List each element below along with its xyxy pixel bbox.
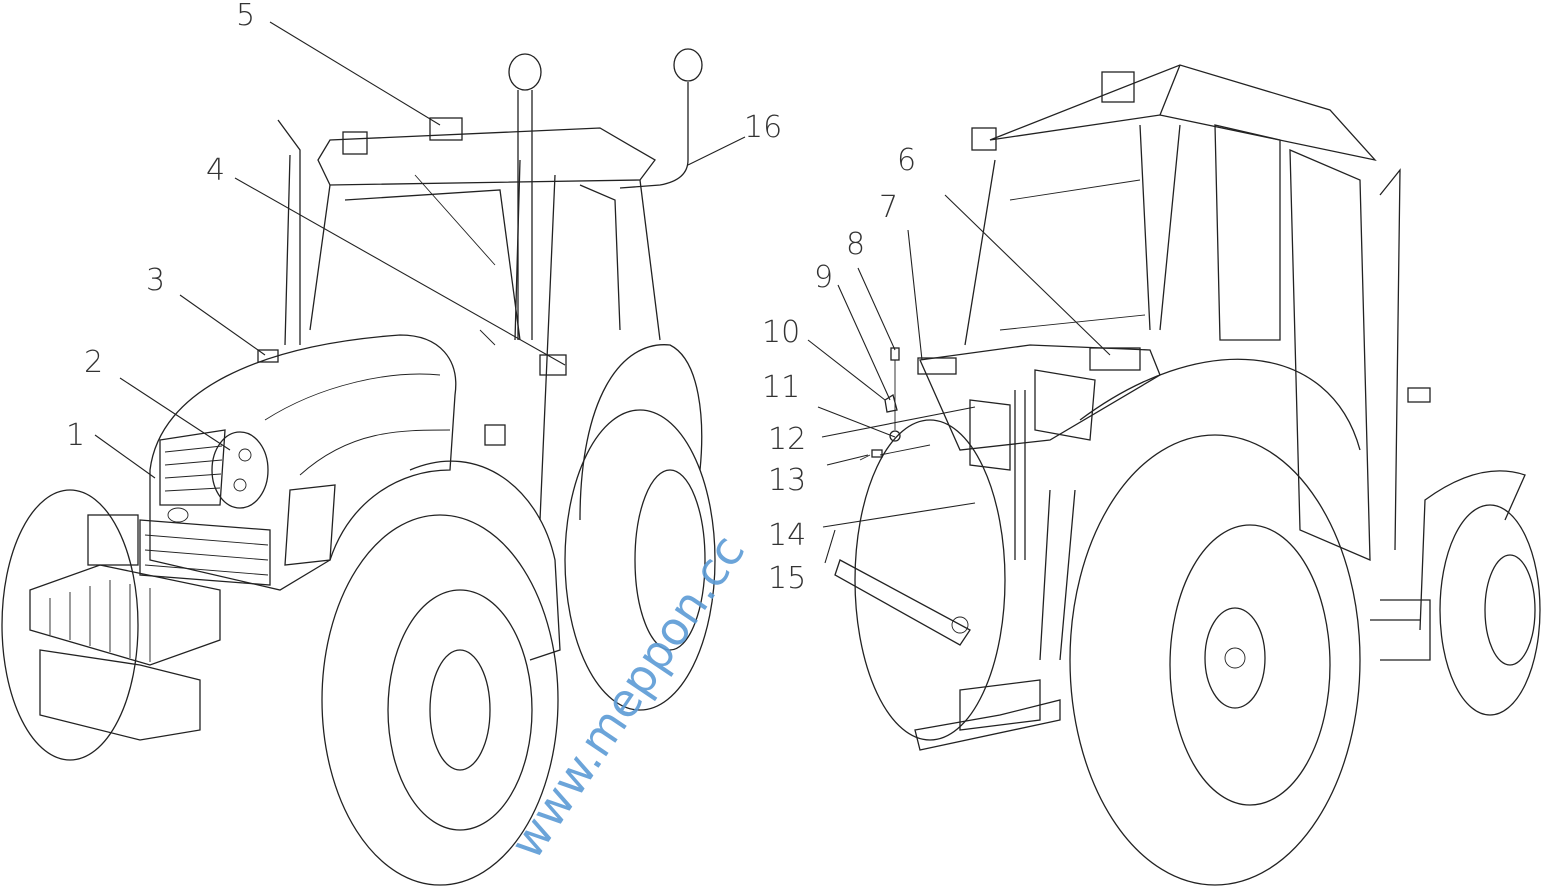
callout-3: 3: [146, 263, 165, 298]
callout-14: 14: [768, 518, 806, 553]
callout-4: 4: [206, 153, 225, 188]
callout-15: 15: [768, 561, 806, 596]
callout-11: 11: [762, 370, 800, 405]
callout-2: 2: [84, 345, 103, 380]
watermark: www.meppon.cc: [499, 525, 755, 868]
callout-8: 8: [846, 227, 865, 262]
callout-7: 7: [879, 190, 898, 225]
rear-tractor-drawing: [834, 64, 1541, 886]
callout-5: 5: [236, 0, 255, 33]
callout-16: 16: [744, 110, 782, 145]
callout-1: 1: [66, 418, 85, 453]
callout-10: 10: [762, 315, 800, 350]
front-tractor-drawing: [1, 48, 716, 886]
leader-lines: [94, 21, 1111, 564]
callout-9: 9: [814, 260, 833, 295]
callout-labels: 1 2 3 4 5 6 7 8 9 10 11 12 13 14 15 16: [66, 0, 916, 596]
callout-13: 13: [768, 463, 806, 498]
callout-6: 6: [897, 143, 916, 178]
callout-12: 12: [768, 422, 806, 457]
